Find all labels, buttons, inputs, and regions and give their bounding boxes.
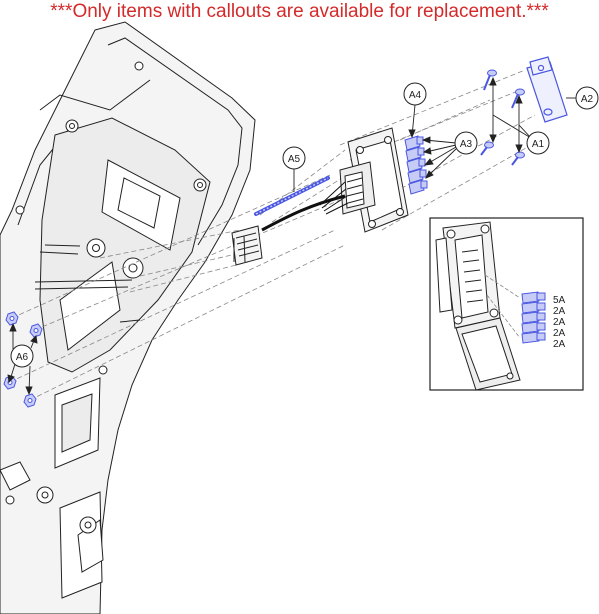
fuse-detail-inset: 5A 2A 2A 2A 2A xyxy=(429,217,584,391)
leader-lines xyxy=(7,76,576,396)
callout-a3: A3 xyxy=(454,131,478,155)
callout-a6-label: A6 xyxy=(16,352,29,363)
callout-a2-label: A2 xyxy=(581,94,594,105)
callout-a1: A1 xyxy=(526,131,550,155)
nut-parts xyxy=(3,311,43,408)
callout-a5-label: A5 xyxy=(288,154,301,165)
inset-fuses xyxy=(521,291,546,344)
fuse-rating-2: 2A xyxy=(553,306,566,317)
callout-a4-label: A4 xyxy=(409,90,422,101)
connector-housing xyxy=(339,127,409,233)
wire-harness xyxy=(261,181,349,232)
panel-pegs xyxy=(34,244,141,323)
inset-fuse-block xyxy=(435,221,521,391)
fuse-rating-5: 2A xyxy=(553,339,566,350)
panel-bosses xyxy=(5,61,207,534)
fuse-ratings: 5A 2A 2A 2A 2A xyxy=(553,295,566,350)
callout-a4: A4 xyxy=(403,82,427,106)
replacement-notice: ***Only items with callouts are availabl… xyxy=(50,1,549,22)
fuse-rating-3: 2A xyxy=(553,317,566,328)
callout-a1-label: A1 xyxy=(532,139,545,150)
inset-projection-lines xyxy=(484,274,521,339)
fuse-stack-part xyxy=(404,135,428,195)
fuse-rating-1: 5A xyxy=(553,295,566,306)
cover-part xyxy=(526,56,568,123)
cable-tie-part xyxy=(254,176,330,216)
plug-connector xyxy=(231,225,263,266)
callout-a2: A2 xyxy=(575,86,599,110)
callout-a6: A6 xyxy=(10,344,34,368)
seat-back-panel xyxy=(0,21,256,614)
screw-parts xyxy=(480,69,525,166)
fuse-rating-4: 2A xyxy=(553,328,566,339)
callout-a5: A5 xyxy=(282,146,306,170)
callout-a3-label: A3 xyxy=(460,139,473,150)
